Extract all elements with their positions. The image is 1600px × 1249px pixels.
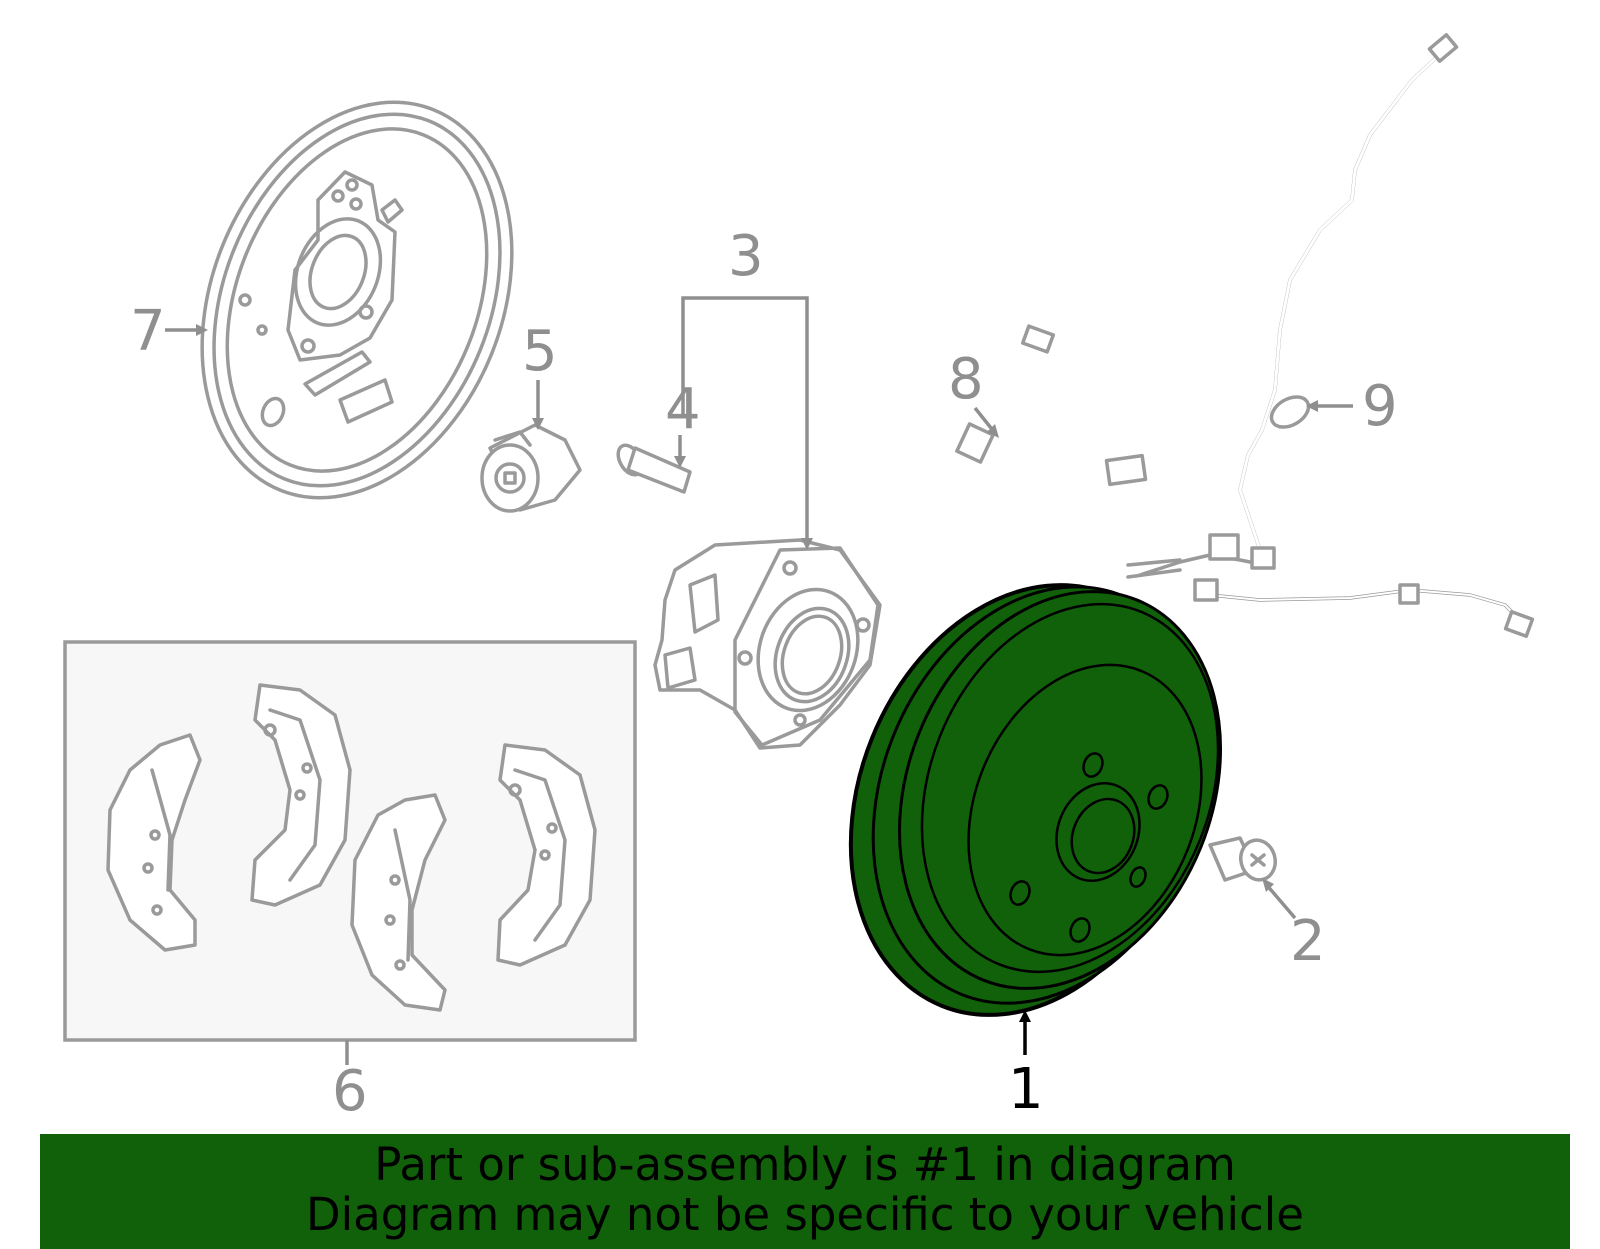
callout-2: 2	[1290, 909, 1326, 974]
leader-lines	[165, 296, 1353, 1065]
callout-4: 4	[665, 377, 701, 442]
callout-7: 7	[130, 299, 166, 364]
banner-line-2: Diagram may not be specific to your vehi…	[306, 1188, 1304, 1241]
bolt-2-part	[1208, 836, 1277, 882]
highlight-banner: Part or sub-assembly is #1 in diagram Di…	[40, 1134, 1570, 1249]
callout-8: 8	[948, 347, 984, 412]
callout-6: 6	[332, 1059, 368, 1124]
backing-plate-part	[200, 100, 514, 500]
wheel-cylinder-part	[480, 423, 582, 513]
brake-drum-part	[848, 583, 1222, 1017]
hub-bearing-part	[653, 538, 882, 750]
callout-5: 5	[522, 319, 558, 384]
callout-3: 3	[728, 224, 764, 289]
banner-line-1: Part or sub-assembly is #1 in diagram	[374, 1138, 1236, 1191]
bolt-4-part	[616, 443, 692, 494]
callout-9: 9	[1362, 374, 1398, 439]
brake-shoe-kit-panel	[63, 640, 637, 1042]
abs-sensor-wire-part	[1126, 33, 1535, 638]
callout-1: 1	[1008, 1057, 1044, 1122]
brake-hose-part	[955, 324, 1148, 527]
